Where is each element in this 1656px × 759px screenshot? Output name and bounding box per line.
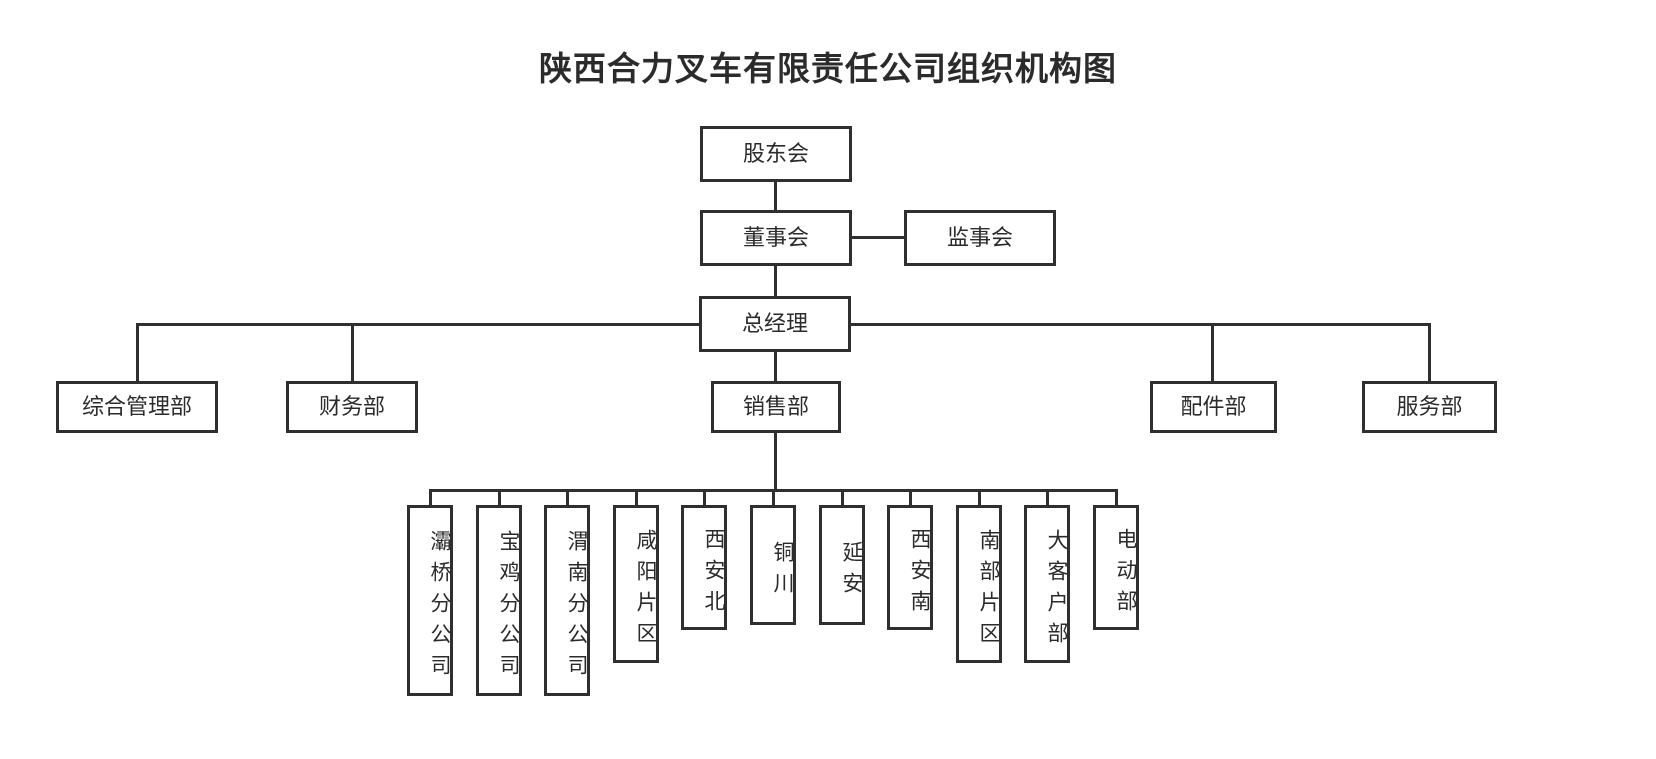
node-branch-xian-south-label: 西安南 (908, 528, 932, 621)
node-dept-service[interactable]: 服务部 (1362, 381, 1497, 433)
node-shareholders[interactable]: 股东会 (700, 126, 852, 182)
node-branch-xian-north[interactable]: 西安北 (681, 505, 727, 630)
node-branch-weinan-label: 渭南分公司 (565, 530, 589, 685)
node-board[interactable]: 董事会 (700, 210, 852, 266)
node-dept-service-label: 服务部 (1396, 394, 1463, 420)
node-branch-xian-north-label: 西安北 (702, 528, 726, 621)
node-shareholders-label: 股东会 (742, 141, 809, 167)
node-branch-tongchuan[interactable]: 铜川 (750, 505, 796, 625)
connector-sales-to-xian-south (909, 489, 912, 505)
node-branch-baoji[interactable]: 宝鸡分公司 (476, 505, 522, 696)
connector-gm-bus-right (849, 323, 1431, 326)
node-branch-weinan[interactable]: 渭南分公司 (544, 505, 590, 696)
connector-sales-to-xian-north (703, 489, 706, 505)
node-branch-xian-south[interactable]: 西安南 (887, 505, 933, 630)
connector-sales-to-key-accounts (1046, 489, 1049, 505)
node-branch-key-accounts-label: 大客户部 (1045, 529, 1069, 653)
connector-board-to-gm (774, 264, 777, 298)
connector-gm-to-sales (774, 350, 777, 383)
connector-sales-to-baqiao (429, 489, 432, 505)
node-branch-yanan[interactable]: 延安 (819, 505, 865, 625)
node-dept-sales[interactable]: 销售部 (711, 381, 841, 433)
node-branch-tongchuan-label: 铜川 (771, 541, 795, 603)
connector-gm-to-service (1428, 323, 1431, 383)
node-dept-parts-label: 配件部 (1180, 394, 1247, 420)
connector-gm-to-admin (136, 323, 139, 383)
node-branch-south-area-label: 南部片区 (977, 529, 1001, 653)
connector-sales-to-xianyang (635, 489, 638, 505)
connector-sales-to-yanan (841, 489, 844, 505)
page-title: 陕西合力叉车有限责任公司组织机构图 (539, 50, 1117, 87)
connector-sales-stem (774, 431, 777, 491)
node-dept-sales-label: 销售部 (742, 394, 809, 420)
node-general-manager-label: 总经理 (741, 311, 808, 337)
node-dept-parts[interactable]: 配件部 (1150, 381, 1277, 433)
node-branch-baoji-label: 宝鸡分公司 (497, 530, 521, 685)
connector-gm-bus-left (136, 323, 702, 326)
connector-sales-to-weinan (566, 489, 569, 505)
node-dept-finance-label: 财务部 (318, 394, 385, 420)
node-branch-xianyang-label: 咸阳片区 (634, 529, 658, 653)
node-board-label: 董事会 (742, 225, 809, 251)
connector-sales-to-electric (1115, 489, 1118, 505)
connector-sales-to-baoji (498, 489, 501, 505)
node-dept-admin[interactable]: 综合管理部 (56, 381, 218, 433)
node-supervisors[interactable]: 监事会 (904, 210, 1056, 266)
node-branch-key-accounts[interactable]: 大客户部 (1024, 505, 1070, 663)
connector-gm-to-finance (351, 323, 354, 383)
node-branch-electric-label: 电动部 (1114, 528, 1138, 621)
connector-gm-to-parts (1211, 323, 1214, 383)
connector-sales-to-south-area (978, 489, 981, 505)
connector-board-to-supervisors (850, 236, 906, 239)
connector-sales-to-tongchuan (772, 489, 775, 505)
node-dept-finance[interactable]: 财务部 (286, 381, 418, 433)
node-branch-xianyang[interactable]: 咸阳片区 (613, 505, 659, 663)
connector-shareholders-to-board (774, 180, 777, 212)
node-general-manager[interactable]: 总经理 (699, 296, 851, 352)
node-branch-baqiao-label: 灞桥分公司 (428, 530, 452, 685)
node-dept-admin-label: 综合管理部 (81, 394, 192, 420)
node-branch-baqiao[interactable]: 灞桥分公司 (407, 505, 453, 696)
node-branch-south-area[interactable]: 南部片区 (956, 505, 1002, 663)
node-branch-electric[interactable]: 电动部 (1093, 505, 1139, 630)
node-supervisors-label: 监事会 (946, 225, 1013, 251)
node-branch-yanan-label: 延安 (840, 541, 864, 603)
